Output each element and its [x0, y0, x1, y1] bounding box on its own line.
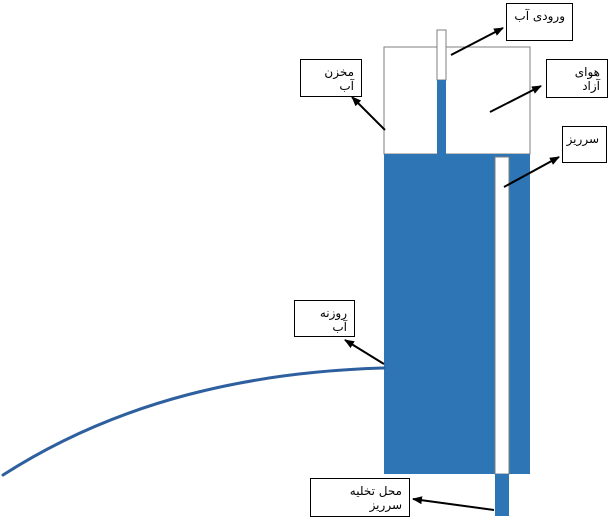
water-jet-stream: [1, 366, 386, 477]
overflow-drain-arrow: [412, 496, 495, 511]
water-orifice-arrow: [344, 339, 385, 365]
overflow-drain-pipe: [495, 474, 509, 516]
overflow-drain-label: محل تخلیه سرریز: [310, 478, 410, 517]
overflow-arrow: [503, 156, 560, 188]
free-air-label: هوای آزاد: [546, 59, 608, 98]
water-inlet-label: ورودی آب: [506, 3, 573, 41]
water-orifice-label: روزنه آب: [294, 300, 355, 337]
reservoir-arrow: [351, 96, 386, 131]
tank-air-space: [383, 46, 531, 155]
reservoir-label: مخزن آب: [300, 59, 362, 97]
water-inlet-arrow: [450, 27, 504, 56]
inlet-pipe-water: [437, 80, 446, 154]
inlet-pipe: [436, 29, 447, 81]
overflow-pipe: [494, 156, 510, 475]
free-air-arrow: [489, 85, 542, 113]
overflow-label: سرریز: [562, 126, 607, 163]
